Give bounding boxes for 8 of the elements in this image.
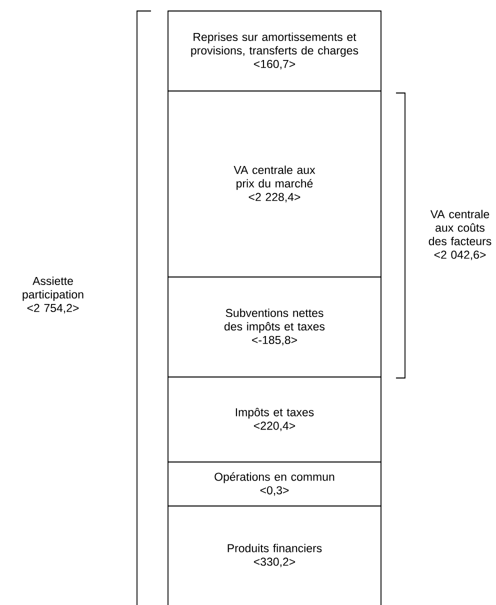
stacked-box: Reprises sur amortissements et provisions, transferts de charges <160,7> — [168, 10, 382, 92]
stacked-box: VA centrale aux prix du marché <2 228,4> — [168, 90, 382, 278]
stacked-box: Subventions nettes des impôts et taxes <-185,8> — [168, 276, 382, 378]
bracket-label: Assiette participation <2 754,2> — [22, 276, 84, 314]
bracket-label: VA centrale aux coûts des facteurs <2 042,6> — [428, 210, 492, 260]
stacked-box: Impôts et taxes <220,4> — [168, 376, 382, 462]
stacked-box: Produits financiers <330,2> — [168, 506, 382, 605]
stacked-box: Opérations en commun <0,3> — [168, 462, 382, 506]
